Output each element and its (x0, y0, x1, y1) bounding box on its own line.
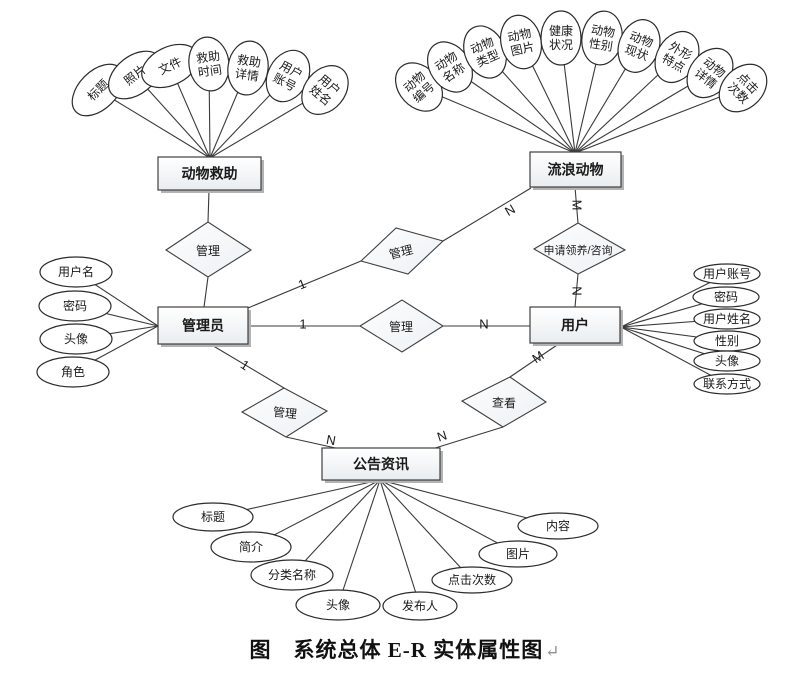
attribute-label: 分类名称 (268, 567, 316, 582)
attribute-ellipse (38, 290, 112, 322)
attribute-ellipse (693, 350, 761, 372)
entity-announcement (321, 447, 441, 481)
attribute-label: 发布人 (402, 598, 438, 613)
attribute-ellipse (718, 63, 768, 113)
attribute-connector-line (291, 479, 381, 576)
entity-label: 管理员 (182, 317, 224, 333)
attribute-ellipse (693, 308, 761, 330)
relationship-label: 管理 (272, 404, 297, 421)
attribute-label: 角色 (61, 365, 85, 379)
relationship-connector-line (285, 436, 341, 450)
cardinality-label: N (325, 432, 337, 448)
attribute-ellipse (39, 323, 113, 355)
er-diagram-svg: 管理管理管理申请领养/咨询管理查看动物救助流浪动物管理员用户公告资讯标题照片文件… (36, 10, 768, 621)
relationship-diamond-view (460, 376, 548, 428)
relationship-diamond-manage-user (358, 299, 445, 353)
relationship-connector-line (574, 273, 579, 308)
relationship-label: 查看 (492, 396, 517, 411)
attribute-connector-line (379, 479, 421, 607)
attribute-ellipse (295, 589, 381, 621)
relationship-diamond-manage-stray (359, 227, 445, 275)
attribute-connector-line (379, 479, 519, 555)
relationship-label: 管理 (196, 243, 220, 258)
entity-user (529, 306, 621, 344)
attribute-ellipse (478, 540, 558, 568)
relationship-connector-line (509, 342, 561, 378)
relationship-diamond-manage-announcement (240, 387, 329, 438)
relationship-label: 管理 (387, 242, 414, 262)
entity-label: 流浪动物 (548, 161, 604, 177)
attribute-label: 性别 (715, 334, 739, 348)
cardinality-label: N (569, 286, 584, 295)
attribute-ellipse (210, 531, 292, 563)
cardinality-label: M (529, 348, 546, 366)
attribute-ellipse (693, 373, 761, 395)
relationship-connector-line (431, 426, 504, 450)
cardinality-label: N (435, 427, 449, 444)
attribute-label: 健康状况 (549, 23, 573, 52)
attribute-ellipse (692, 286, 760, 308)
attribute-connector-line (379, 479, 473, 581)
relationship-connector-line (247, 260, 362, 309)
attribute-label: 密码 (714, 289, 738, 304)
paragraph-return-mark: ↵ (545, 642, 561, 661)
figure-caption-text: 图 系统总体 E-R 实体属性图 (249, 638, 544, 662)
attribute-label: 用户账号 (703, 266, 751, 281)
attribute-ellipse (382, 591, 458, 621)
relationship-diamond-manage-rescue (164, 221, 253, 278)
figure-caption: 图 系统总体 E-R 实体属性图↵ (0, 634, 810, 664)
entity-label: 用户 (561, 317, 589, 333)
attribute-label: 密码 (63, 298, 87, 313)
attribute-label: 头像 (64, 332, 88, 346)
cardinality-label: N (502, 201, 518, 219)
attribute-label: 救助时间 (195, 48, 223, 80)
relationship-connector-line (203, 276, 209, 308)
attribute-label: 图片 (506, 547, 530, 561)
cardinality-label: M (569, 200, 584, 211)
relationship-diamond-adopt-consult (532, 222, 627, 275)
cardinality-label: 1 (299, 317, 306, 332)
entity-admin (157, 306, 249, 345)
attribute-connector-line (574, 87, 744, 154)
relationship-label: 管理 (389, 319, 413, 334)
attribute-label: 头像 (715, 354, 739, 368)
entity-label: 动物救助 (182, 165, 238, 181)
relationship-label: 申请领养/咨询 (543, 243, 612, 257)
attribute-ellipse (540, 10, 582, 66)
attribute-label: 头像 (326, 598, 350, 612)
attribute-connector-line (97, 89, 211, 159)
relationship-connector-line (209, 343, 285, 389)
cardinality-label: N (479, 317, 488, 332)
attribute-label: 动物性别 (588, 22, 616, 53)
attribute-label: 标题 (201, 510, 225, 524)
attribute-connector-line (337, 479, 381, 606)
attribute-label: 动物图片 (506, 26, 536, 59)
attribute-ellipse (250, 559, 334, 591)
relationship-connector-line (442, 187, 532, 242)
entity-label: 公告资讯 (353, 456, 409, 472)
attribute-label: 内容 (546, 518, 570, 533)
entity-stray-animal (529, 151, 622, 188)
entity-animal-rescue (157, 156, 262, 191)
attribute-ellipse (301, 65, 349, 115)
attribute-label: 简介 (239, 540, 263, 554)
attribute-ellipse (36, 356, 110, 388)
relationship-connector-line (207, 189, 210, 223)
attribute-label: 联系方式 (703, 376, 751, 391)
attribute-ellipse (517, 512, 599, 540)
attribute-connector-line (418, 86, 576, 154)
attribute-label: 点击次数 (448, 572, 496, 587)
attribute-ellipse (693, 263, 761, 285)
attribute-ellipse (39, 256, 113, 288)
attribute-ellipse (172, 502, 254, 532)
attribute-ellipse (431, 566, 513, 594)
cardinality-label: 1 (238, 357, 252, 374)
shapes-layer (36, 10, 768, 621)
attribute-label: 用户姓名 (703, 311, 751, 326)
attribute-label: 救助详情 (234, 52, 262, 84)
attribute-connector-line (620, 326, 728, 385)
relationship-connector-line (574, 186, 579, 224)
attribute-label: 用户名 (58, 264, 94, 279)
